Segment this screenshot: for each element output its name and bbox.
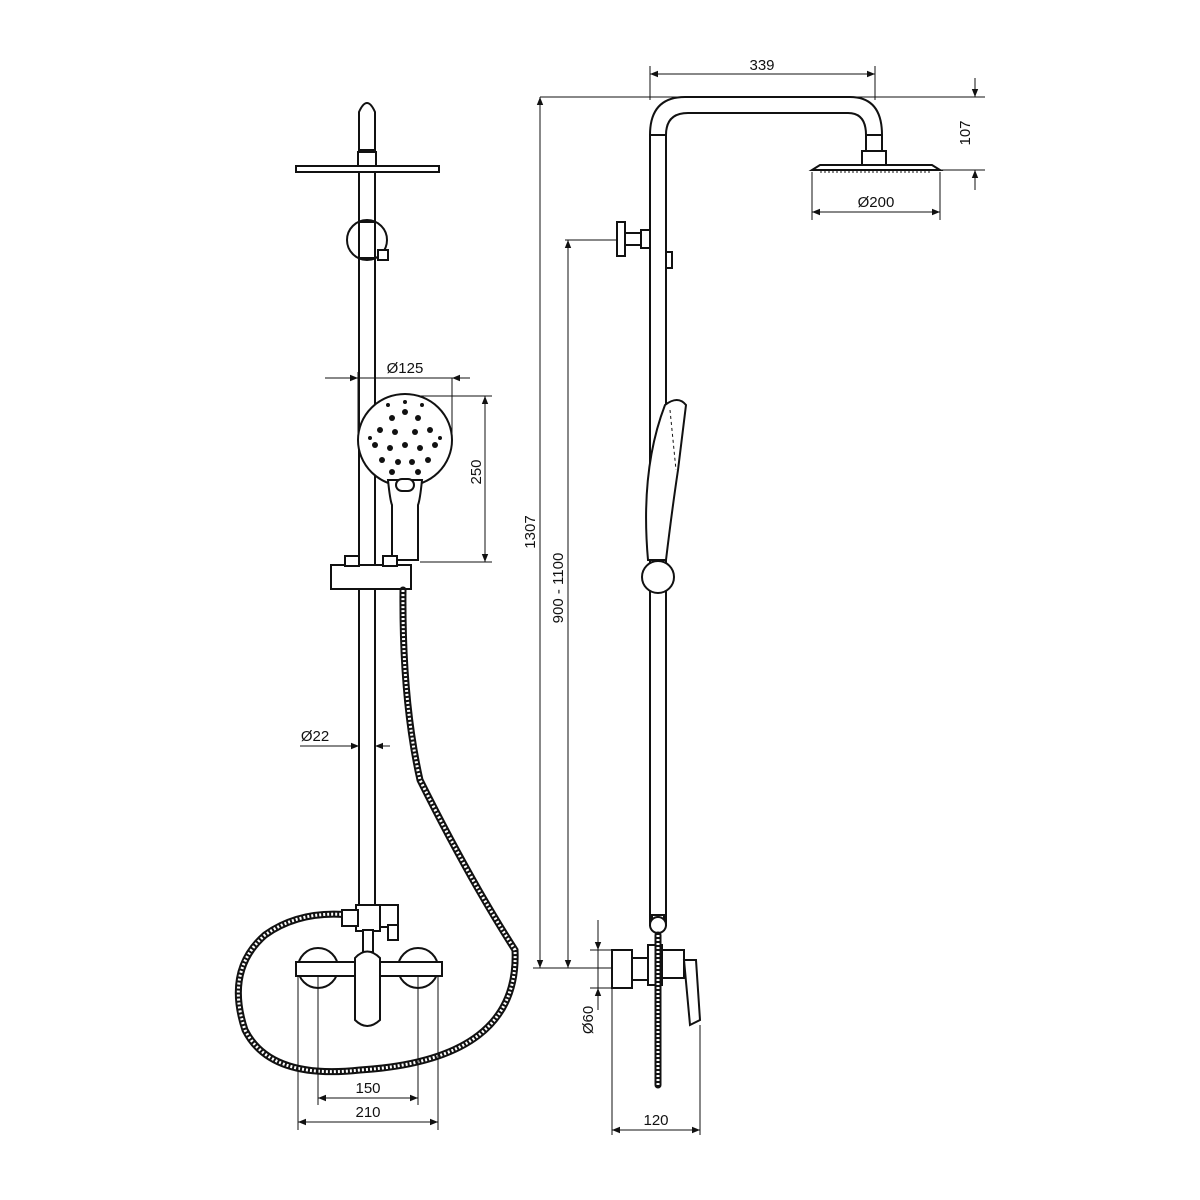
dim-1307: 1307 xyxy=(522,515,539,548)
front-top-cap xyxy=(358,102,376,151)
dim-overhead-diameter: Ø200 xyxy=(858,194,895,211)
front-mixer xyxy=(295,947,443,1027)
dim-339: 339 xyxy=(749,57,774,74)
front-rail xyxy=(358,149,376,911)
dim-900-1100: 900 - 1100 xyxy=(550,553,567,624)
side-overhead-arm xyxy=(649,96,883,136)
dim-hand-shower-diameter: Ø125 xyxy=(387,360,424,377)
dim-150: 150 xyxy=(355,1080,380,1097)
side-view xyxy=(611,96,944,1089)
dim-107: 107 xyxy=(957,120,974,145)
dim-250: 250 xyxy=(468,459,485,484)
dimensions: 339 107 Ø200 1307 900 - 1100 Ø125 250 xyxy=(297,57,985,1135)
side-hand-shower xyxy=(645,399,688,561)
dim-escutcheon-diameter: Ø60 xyxy=(580,1006,597,1034)
dim-rail-diameter: Ø22 xyxy=(301,728,329,745)
front-hand-shower xyxy=(357,393,453,561)
front-view xyxy=(234,102,519,1076)
front-slider xyxy=(330,564,412,590)
side-mixer xyxy=(611,949,633,989)
side-overhead-shower xyxy=(808,164,944,171)
dim-210: 210 xyxy=(355,1104,380,1121)
side-slider xyxy=(641,560,675,594)
dim-120: 120 xyxy=(643,1112,668,1129)
